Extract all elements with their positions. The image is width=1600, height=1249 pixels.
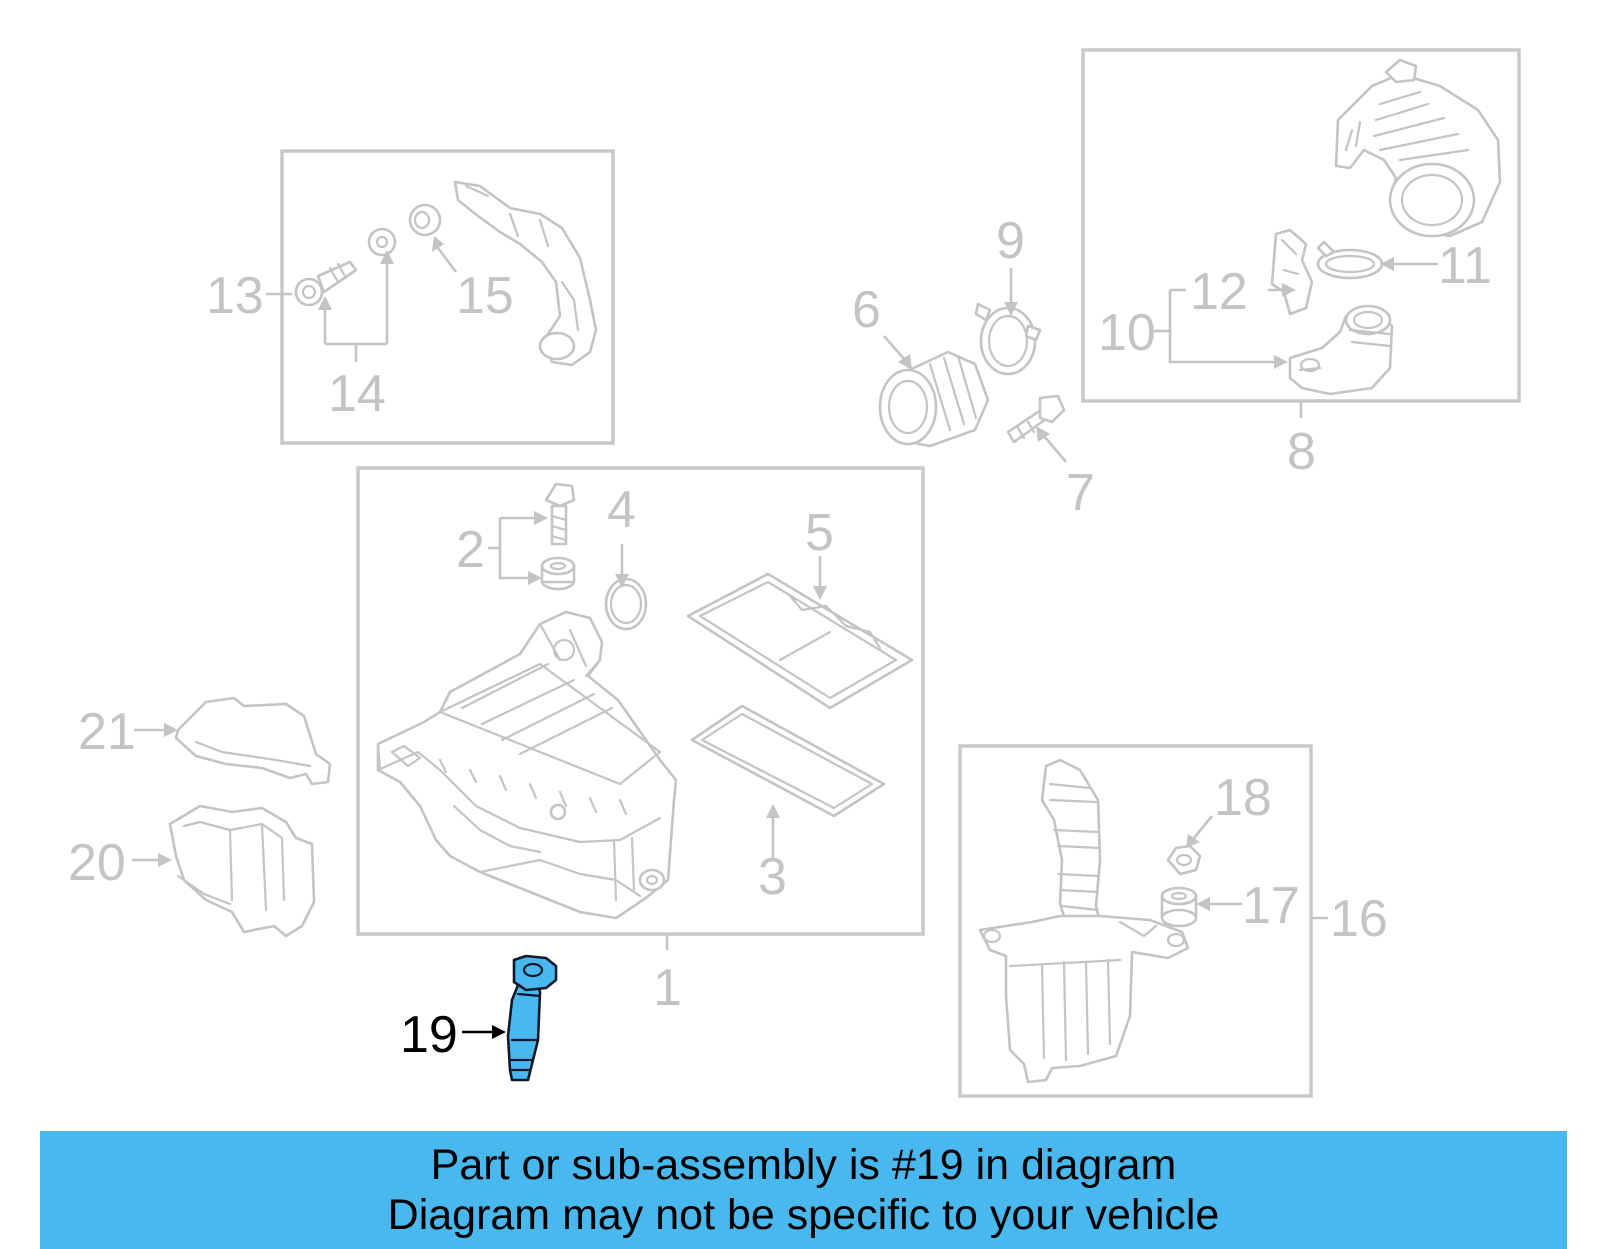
part-7-bolt[interactable] (1006, 394, 1066, 444)
part-5-filter-element[interactable] (686, 572, 914, 710)
callout-20: 20 (68, 834, 126, 892)
part-6-mass-air-flow-sensor[interactable] (878, 350, 990, 448)
part-14-washer[interactable] (367, 227, 397, 257)
callout-13: 13 (206, 267, 264, 325)
part-14-bolt[interactable] (294, 260, 358, 307)
callout-1: 1 (653, 959, 682, 1017)
banner-line-part-number: Part or sub-assembly is #19 in diagram (430, 1141, 1177, 1189)
part-18-nut[interactable] (1166, 844, 1202, 876)
part-17-grommet[interactable] (1160, 886, 1198, 928)
callout-17: 17 (1242, 877, 1300, 935)
part-intake-hose[interactable] (1334, 58, 1502, 238)
callout-12: 12 (1190, 263, 1248, 321)
part-2-bolt[interactable] (544, 482, 576, 546)
callout-14: 14 (328, 365, 386, 423)
part-10-elbow-pipe[interactable] (1288, 304, 1394, 396)
callout-10: 10 (1098, 304, 1156, 362)
group-box-10-12: 10 11 12 (1081, 48, 1521, 403)
part-1-air-cleaner-housing[interactable] (376, 610, 678, 920)
group-box-resonator-16: 18 17 (958, 744, 1313, 1098)
exploded-parts-diagram: 13 14 15 6 9 7 (68, 48, 1521, 1098)
callout-18: 18 (1214, 769, 1272, 827)
part-11-clamp[interactable] (1316, 240, 1384, 280)
group-box-13-15: 13 14 15 (206, 149, 615, 445)
part-4-seal-ring[interactable] (604, 577, 648, 631)
callout-19: 19 (400, 1006, 458, 1064)
info-banner: Part or sub-assembly is #19 in diagram D… (40, 1131, 1567, 1249)
callout-7: 7 (1066, 464, 1095, 522)
part-16-resonator[interactable] (978, 758, 1190, 1084)
group-box-air-cleaner-1: 2 4 5 3 (356, 466, 925, 936)
callout-21: 21 (78, 703, 136, 761)
banner-line-disclaimer: Diagram may not be specific to your vehi… (387, 1191, 1220, 1239)
part-2-grommet[interactable] (540, 556, 576, 591)
part-duct-bracket[interactable] (453, 180, 598, 367)
callout-4: 4 (607, 481, 636, 539)
part-3-filter-element[interactable] (690, 704, 886, 818)
part-9-clamp[interactable] (974, 302, 1042, 376)
part-15-grommet[interactable] (408, 203, 442, 237)
callout-8: 8 (1287, 423, 1316, 481)
callout-2: 2 (456, 521, 485, 579)
part-19-highlighted-hose[interactable] (506, 954, 558, 1082)
part-12-sensor[interactable] (1270, 228, 1314, 316)
callout-11: 11 (1438, 237, 1492, 295)
callout-3: 3 (758, 848, 787, 906)
part-20-bracket[interactable] (168, 804, 316, 938)
part-21-cover[interactable] (174, 696, 332, 786)
callout-5: 5 (805, 504, 834, 562)
callout-9: 9 (996, 212, 1025, 270)
callout-6: 6 (852, 281, 881, 339)
callout-16: 16 (1330, 890, 1388, 948)
callout-15: 15 (456, 267, 514, 325)
